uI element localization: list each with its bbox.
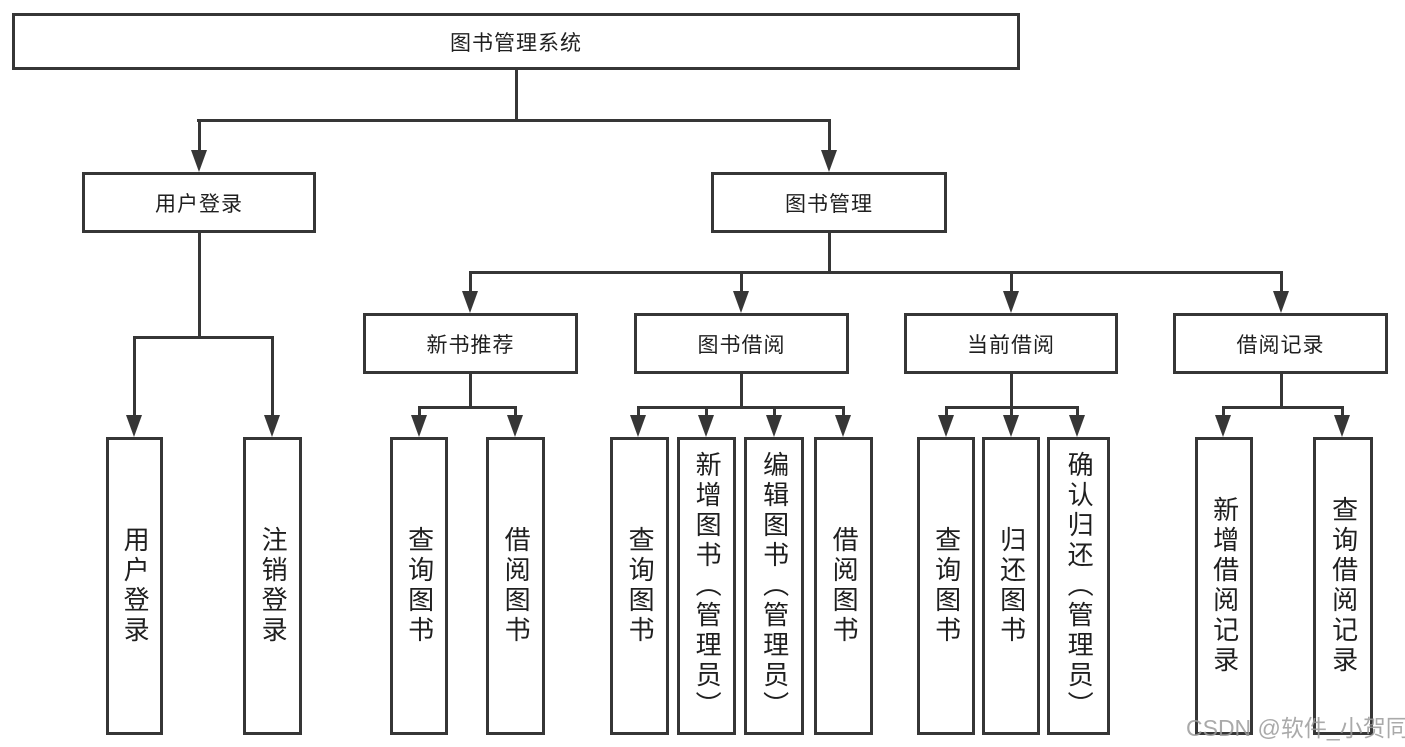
leaf-user-login: 用户登录 [106,437,163,735]
connector-drop-new-book [469,271,472,293]
leaf-query-borrow-record: 查询借阅记录 [1313,437,1373,735]
connector-login-split [133,336,273,339]
connector-login-stem [198,233,201,339]
connector-drop [945,406,948,418]
arrow-down-icon [630,415,646,437]
arrow-down-icon [1069,415,1085,437]
leaf-add-borrow-record: 新增借阅记录 [1195,437,1253,735]
arrow-down-icon [462,291,478,313]
connector-newbook-split [418,406,517,409]
connector-drop [842,406,845,418]
connector-drop [705,406,708,418]
arrow-down-icon [191,150,207,172]
arrow-down-icon [1003,415,1019,437]
connector-newbook-stem [469,374,472,409]
arrow-down-icon [835,415,851,437]
leaf-query-books-current: 查询图书 [917,437,975,735]
arrow-down-icon [733,291,749,313]
connector-records-stem [1280,374,1283,409]
leaf-borrow-books-newbook: 借阅图书 [486,437,545,735]
arrow-down-icon [821,150,837,172]
connector-drop [418,406,421,418]
connector-borrow-stem [740,374,743,409]
connector-mgmt-stem [828,233,831,274]
connector-drop [1076,406,1079,418]
connector-drop-book-borrowing [740,271,743,293]
connector-root-split [197,119,831,122]
arrow-down-icon [766,415,782,437]
connector-drop-leaf-user-login [133,336,136,415]
node-borrowing-records: 借阅记录 [1173,313,1388,374]
node-user-login: 用户登录 [82,172,316,233]
node-library-management-system: 图书管理系统 [12,13,1020,70]
connector-borrow-split [637,406,845,409]
connector-drop-current-borrowing [1010,271,1013,293]
leaf-query-books-borrow: 查询图书 [610,437,669,735]
node-new-book-recommendation: 新书推荐 [363,313,578,374]
connector-records-split [1222,406,1344,409]
leaf-return-books: 归还图书 [982,437,1040,735]
connector-drop [1222,406,1225,418]
connector-current-stem [1010,374,1013,409]
arrow-down-icon [507,415,523,437]
arrow-down-icon [1273,291,1289,313]
connector-drop-book-management [828,119,831,153]
connector-mgmt-split [469,271,1282,274]
arrow-down-icon [698,415,714,437]
arrow-down-icon [126,415,142,437]
connector-root-stem [515,70,518,122]
connector-drop-borrowing-records [1280,271,1283,293]
leaf-borrow-books-borrow: 借阅图书 [814,437,873,735]
connector-drop [514,406,517,418]
watermark-text: CSDN @软件_小贺同学 [1186,715,1405,741]
node-book-management: 图书管理 [711,172,947,233]
leaf-add-book-admin: 新增图书（管理员） [677,437,736,735]
arrow-down-icon [1334,415,1350,437]
arrow-down-icon [1215,415,1231,437]
arrow-down-icon [411,415,427,437]
node-current-borrowing: 当前借阅 [904,313,1118,374]
arrow-down-icon [938,415,954,437]
arrow-down-icon [1003,291,1019,313]
connector-drop [637,406,640,418]
arrow-down-icon [264,415,280,437]
connector-drop-user-login [198,119,201,153]
leaf-confirm-return-admin: 确认归还（管理员） [1047,437,1110,735]
connector-drop [1341,406,1344,418]
leaf-edit-book-admin: 编辑图书（管理员） [744,437,804,735]
node-book-borrowing: 图书借阅 [634,313,849,374]
leaf-logout: 注销登录 [243,437,302,735]
connector-drop-leaf-logout [271,336,274,415]
connector-drop [1010,406,1013,418]
connector-drop [773,406,776,418]
leaf-query-books-newbook: 查询图书 [390,437,448,735]
